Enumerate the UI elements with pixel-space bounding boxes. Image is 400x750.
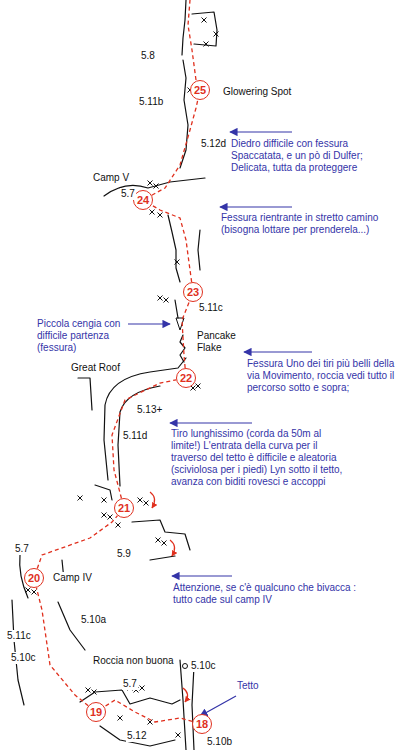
grade: 5.10b [206, 736, 233, 748]
bolt-mark [138, 498, 143, 503]
note: Piccola cengia con difficile partenza (f… [36, 318, 128, 354]
bolt-mark [92, 690, 97, 695]
bolt-mark [158, 296, 163, 301]
bolt-mark [154, 184, 159, 189]
bolt-mark [102, 513, 107, 518]
bolt-mark [196, 384, 201, 389]
grade: 5.10c [10, 652, 36, 664]
grade: 5.11b [138, 96, 164, 108]
grade: 5.11c [198, 302, 224, 314]
bolt-mark [118, 716, 123, 721]
pitch-number: 19 [86, 702, 106, 722]
pitch-label: 24 [137, 195, 149, 206]
bolt-mark [158, 213, 163, 218]
grade: 5.7 [120, 188, 136, 200]
grade: 5.7 [14, 543, 30, 555]
route-pitch [37, 516, 117, 569]
pitch-label: 22 [180, 373, 192, 384]
grade: 5.8 [140, 50, 156, 62]
grade: 5.9 [116, 548, 132, 560]
note-text: Roccia non buona [92, 655, 175, 667]
rock-lines [12, 0, 217, 750]
pitch-number: 23 [183, 282, 203, 302]
bolt-mark [102, 498, 107, 503]
pitch-number: 25 [190, 80, 210, 100]
note: Tetto [236, 680, 260, 692]
pitch-number: 20 [24, 568, 44, 588]
bolt-mark [175, 260, 180, 265]
bolt-mark [108, 515, 113, 520]
pitch-label: 21 [118, 503, 130, 514]
camp-name: Camp IV [52, 572, 93, 584]
bolt-mark [144, 501, 149, 506]
route-pitch [104, 700, 192, 722]
route-pitch [36, 588, 88, 706]
bolt-mark [214, 32, 219, 37]
bolt-mark [148, 181, 153, 186]
bolt-mark [156, 538, 161, 543]
note: Fessura rientrante in stretto camino (bi… [220, 212, 392, 236]
pitch-label: 20 [28, 573, 40, 584]
bolt-mark [78, 496, 83, 501]
grade: 5.11d [122, 430, 148, 442]
pitch-label: 23 [187, 287, 199, 298]
bolt-mark [162, 541, 167, 546]
pitch-label: 18 [196, 719, 208, 730]
route-pitch [112, 380, 176, 498]
bolt-mark [202, 18, 207, 23]
bolt-ring [183, 664, 188, 669]
feature-name: Glowering Spot [222, 86, 292, 98]
pitch-number: 22 [176, 368, 196, 388]
bolt-mark [148, 720, 153, 725]
note: Diedro difficile con fessura Spaccatata,… [230, 138, 397, 174]
bolt-mark [140, 686, 145, 691]
grade: 5.10c [190, 660, 216, 672]
bolt-marks [26, 18, 219, 738]
grade: 5.10a [80, 614, 107, 626]
grade: 5.12 [126, 730, 147, 742]
bolt-mark [204, 42, 209, 47]
feature-name: Great Roof [70, 362, 121, 374]
bolt-mark [26, 588, 31, 593]
grade: 5.7 [122, 678, 138, 690]
route-pitch [152, 205, 192, 282]
note: Attenzione, se c'è qualcuno che bivacca … [172, 582, 364, 606]
bolt-mark [164, 298, 169, 303]
pitch-label: 19 [90, 707, 102, 718]
bolt-mark [116, 523, 121, 528]
route-line [188, 0, 196, 80]
bolt-mark [32, 590, 37, 595]
grade: 5.11c [6, 630, 32, 642]
pitch-label: 25 [194, 85, 206, 96]
note: Fessura Uno dei tiri più belli della via… [246, 358, 398, 394]
bolt-mark [86, 688, 91, 693]
route-pitch [152, 100, 198, 195]
pitch-number: 24 [133, 190, 153, 210]
camp-name: Camp V [92, 172, 130, 184]
feature-name: Pancake Flake [196, 330, 244, 354]
pitch-number: 21 [114, 498, 134, 518]
route-pitch [182, 301, 189, 368]
pitch-number: 18 [192, 714, 212, 734]
bolt-mark [176, 733, 181, 738]
note: Tiro lunghissimo (corda da 50m al limite… [170, 428, 350, 488]
grade: 5.13+ [136, 404, 163, 416]
grade: 5.12d [200, 138, 227, 150]
bolt-mark [150, 210, 155, 215]
